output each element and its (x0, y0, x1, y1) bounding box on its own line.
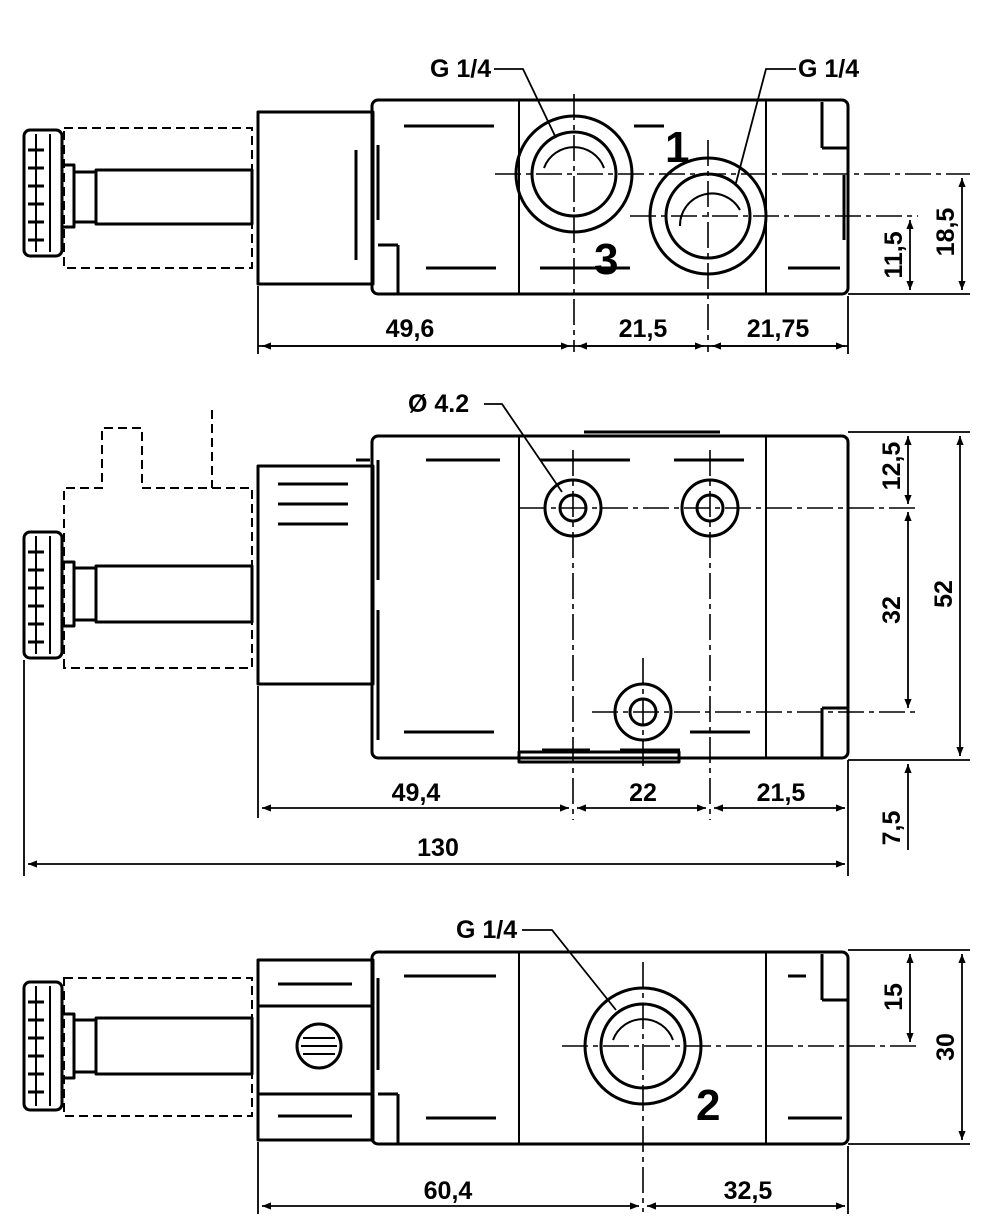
top-thread-label-left: G 1/4 (430, 55, 491, 83)
top-dim-21-75: 21,75 (747, 315, 810, 343)
front-dim-130: 130 (417, 834, 459, 862)
bottom-dim-15: 15 (880, 983, 908, 1011)
top-view: 49,6 21,5 21,75 11,5 18,5 G 1/4 G 1/4 1 … (22, 55, 970, 354)
top-thread-label-right: G 1/4 (798, 55, 859, 83)
connector-nut (22, 128, 64, 258)
bottom-thread-label: G 1/4 (456, 916, 517, 944)
front-dim-52: 52 (930, 580, 958, 608)
bottom-dim-32-5: 32,5 (724, 1177, 773, 1205)
hole-diameter-label: Ø 4.2 (408, 390, 469, 418)
port-2-label: 2 (696, 1081, 720, 1130)
top-dim-18-5: 18,5 (932, 208, 960, 257)
front-dim-32: 32 (878, 596, 906, 624)
bottom-dim-60-4: 60,4 (424, 1177, 473, 1205)
front-dim-7-5: 7,5 (878, 811, 906, 846)
front-dim-22: 22 (629, 779, 657, 807)
bottom-dim-30: 30 (932, 1033, 960, 1061)
connector-nut (22, 530, 64, 660)
front-dim-21-5: 21,5 (757, 779, 806, 807)
top-dim-49-6: 49,6 (386, 315, 435, 343)
bottom-view: 60,4 32,5 15 30 G 1/4 2 (22, 916, 970, 1214)
front-view: 49,4 22 21,5 130 12,5 32 52 7,5 Ø 4.2 (22, 390, 970, 876)
top-dim-21-5: 21,5 (619, 315, 668, 343)
top-dim-11-5: 11,5 (880, 231, 908, 278)
port-3-label: 3 (594, 235, 618, 284)
port-1-label: 1 (665, 123, 689, 172)
front-dim-12-5: 12,5 (878, 442, 906, 491)
front-dim-49-4: 49,4 (392, 779, 441, 807)
connector-nut (22, 980, 64, 1112)
